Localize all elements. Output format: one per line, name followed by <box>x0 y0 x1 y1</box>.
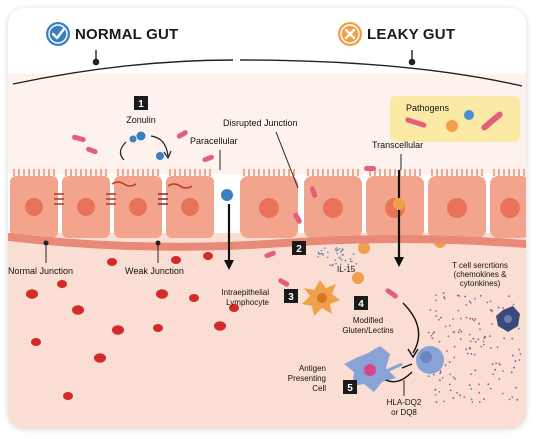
normal-gut-title: NORMAL GUT <box>75 26 178 43</box>
x-circle-icon <box>338 22 362 46</box>
red-blood-cell <box>189 294 199 302</box>
tcell-label-3: cytonkines) <box>460 279 501 288</box>
apc-label-3: Cell <box>312 384 326 393</box>
cell-nucleus <box>181 198 199 216</box>
transcellular-arrow <box>393 170 405 267</box>
red-blood-cell <box>63 392 73 400</box>
step-2-badge <box>292 241 306 255</box>
gluten-arrow <box>402 302 420 354</box>
il15-label: IL-15 <box>337 265 356 274</box>
header-bracket <box>12 50 523 87</box>
zonulin-label: Zonulin <box>126 115 156 125</box>
gluten-label-1: Modified <box>353 316 383 325</box>
gut-diagram: NORMAL GUT LEAKY GUT Pathogens 1 Zonuli <box>8 22 526 428</box>
red-blood-cell <box>31 338 41 346</box>
check-circle-icon <box>46 22 70 46</box>
red-blood-cell <box>57 280 67 288</box>
apc-label-1: Antigen <box>299 364 326 373</box>
gluten-label-2: Gluten/Lectins <box>342 326 393 335</box>
cell-nucleus <box>25 198 43 216</box>
cell-nucleus <box>500 198 520 218</box>
red-blood-cell <box>171 256 181 264</box>
lymphocyte-icon <box>302 280 340 316</box>
step-2-number: 2 <box>296 244 302 255</box>
disrupted-junction-label: Disrupted Junction <box>223 118 298 128</box>
pathogen-virus-icon <box>446 120 458 132</box>
step-5-badge <box>343 380 357 394</box>
red-blood-cells <box>26 252 239 400</box>
step-3-number: 3 <box>288 292 294 303</box>
red-blood-cell <box>112 325 124 335</box>
leaky-gut-title: LEAKY GUT <box>367 26 455 43</box>
normal-junction-label: Normal Junction <box>8 266 73 276</box>
hla-label-1: HLA-DQ2 <box>387 398 422 407</box>
tissue-background <box>8 233 526 428</box>
red-blood-cell <box>214 321 226 331</box>
intraepithelial-label-2: Lymphocyte <box>226 298 269 307</box>
paracellular-arrow <box>221 189 234 270</box>
weak-junction-label: Weak Junction <box>125 266 184 276</box>
red-blood-cell <box>156 289 168 299</box>
tcell-label-2: (chemokines & <box>454 270 508 279</box>
red-blood-cell <box>26 289 38 299</box>
hla-label-2: or DQ8 <box>391 408 417 417</box>
step-1-number: 1 <box>138 99 144 110</box>
tcell-label-1: T cell sercrtions <box>452 261 508 270</box>
pathogens-box: Pathogens <box>390 96 520 142</box>
red-blood-cell <box>229 304 239 312</box>
secretion-dots <box>317 247 522 403</box>
immune-cell-icon <box>496 306 520 332</box>
cell-nucleus <box>323 198 343 218</box>
cell-nucleus <box>129 198 147 216</box>
red-blood-cell <box>94 353 106 363</box>
step-4-badge <box>354 296 368 310</box>
cell-nucleus <box>77 198 95 216</box>
red-blood-cell <box>107 258 117 266</box>
red-blood-cell <box>72 305 84 315</box>
t-cell-icon <box>385 346 444 383</box>
zonulin-cycle: 1 Zonulin <box>72 96 188 161</box>
transcellular-label: Transcellular <box>372 140 423 150</box>
red-blood-cell <box>153 324 163 332</box>
cell-nucleus <box>259 198 279 218</box>
step-5-number: 5 <box>347 383 353 394</box>
intraepithelial-label-1: Intraepithelial <box>221 288 269 297</box>
apc-label-2: Presenting <box>288 374 326 383</box>
cell-nucleus <box>447 198 467 218</box>
red-blood-cell <box>203 252 213 260</box>
diagram-card: NORMAL GUT LEAKY GUT Pathogens 1 Zonuli <box>8 8 526 428</box>
step-1-badge <box>134 96 148 110</box>
paracellular-label: Paracellular <box>190 136 238 146</box>
pathogen-virus-icon <box>464 110 474 120</box>
epithelial-cell-layer <box>10 146 526 287</box>
pathogens-label: Pathogens <box>406 103 450 113</box>
step-4-number: 4 <box>358 299 364 310</box>
basement-membrane <box>8 233 526 251</box>
step-3-badge <box>284 289 298 303</box>
